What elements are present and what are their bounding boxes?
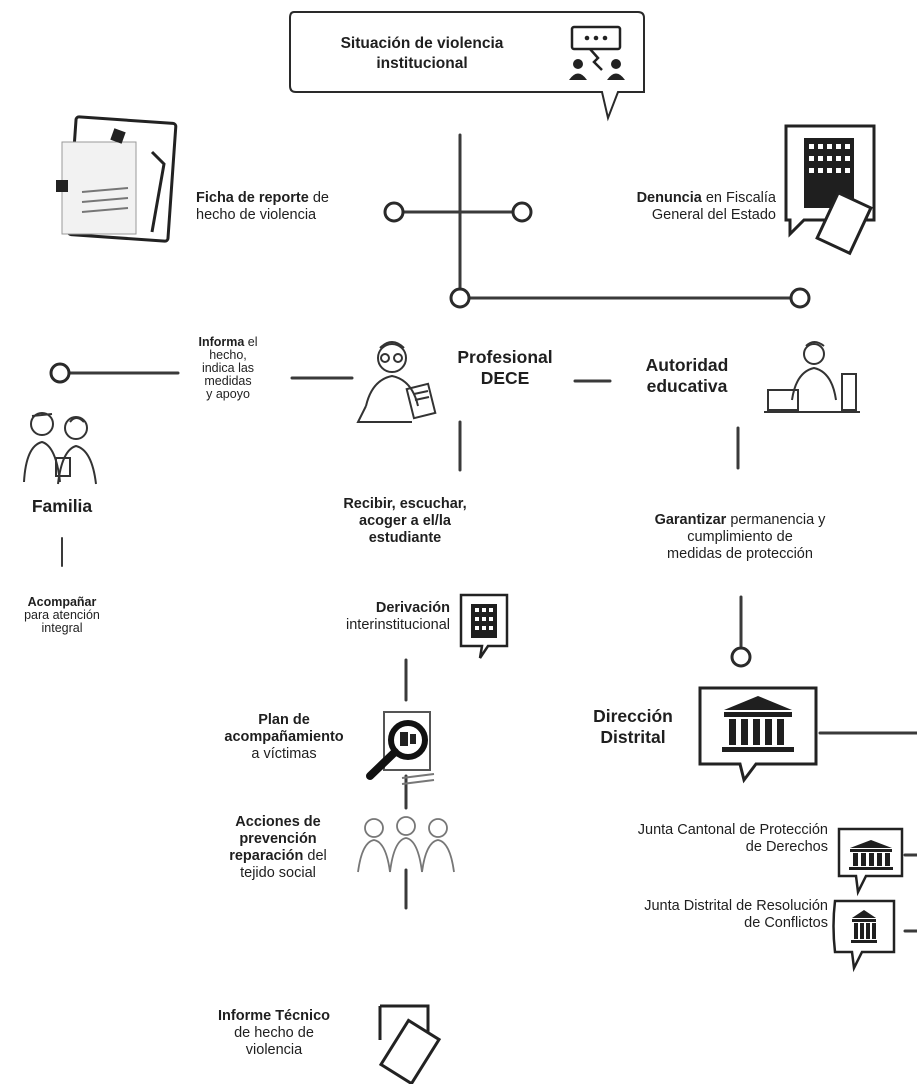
familia-label: Familia [31,496,93,516]
ficha-label: Ficha de reporte de hecho de violencia [196,190,329,223]
community-people-icon [357,816,455,873]
informe-label: Informe Técnico de hecho de violencia [218,1008,330,1058]
family-icon [23,412,97,485]
prosecutor-building-icon [784,124,876,256]
derivacion-label: Derivación interinstitucional [346,600,450,633]
district-directorate-icon [698,686,818,784]
speech-bubble-shape [289,11,645,122]
plan-label: Plan de acompañamiento a víctimas [224,712,344,762]
district-board-icon [832,899,896,973]
referral-building-icon [459,593,509,659]
garantizar-label: Garantizar permanencia y cumplimiento de… [654,512,826,562]
branch-node-right [789,287,811,309]
denuncia-node [511,201,533,223]
report-documents-icon [56,115,178,243]
title-box: Situación de violencia institucional [288,10,646,122]
profesional-dece-label: Profesional DECE [457,347,553,388]
cantonal-board-icon [837,827,904,897]
direccion-node [730,646,752,668]
branch-node-left [449,287,471,309]
clipboard-report-icon [378,1004,442,1084]
junta-distrital-label: Junta Distrital de Resolución de Conflic… [644,898,828,931]
ficha-node [383,201,405,223]
denuncia-label: Denuncia en Fiscalía General del Estado [636,190,776,223]
acciones-label: Acciones de prevención reparación del te… [229,814,327,881]
recibir-label: Recibir, escuchar, acoger a el/la estudi… [343,496,467,546]
autoridad-educativa-label: Autoridad educativa [645,355,729,396]
school-authority-icon [764,341,860,413]
dece-professional-icon [356,341,437,423]
direccion-distrital-label: Dirección Distrital [593,706,673,747]
title-line-1: Situación de violencia [340,35,504,52]
junta-cantonal-label: Junta Cantonal de Protección de Derechos [637,822,828,855]
familia-node [49,362,71,384]
title-line-2: institucional [376,55,468,72]
chat-meeting-icon [569,25,625,80]
acompanar-label: Acompañar para atención integral [24,595,100,635]
magnifier-documents-icon [366,711,435,785]
informa-label: Informa el hecho, indica las medidas y a… [198,335,258,401]
